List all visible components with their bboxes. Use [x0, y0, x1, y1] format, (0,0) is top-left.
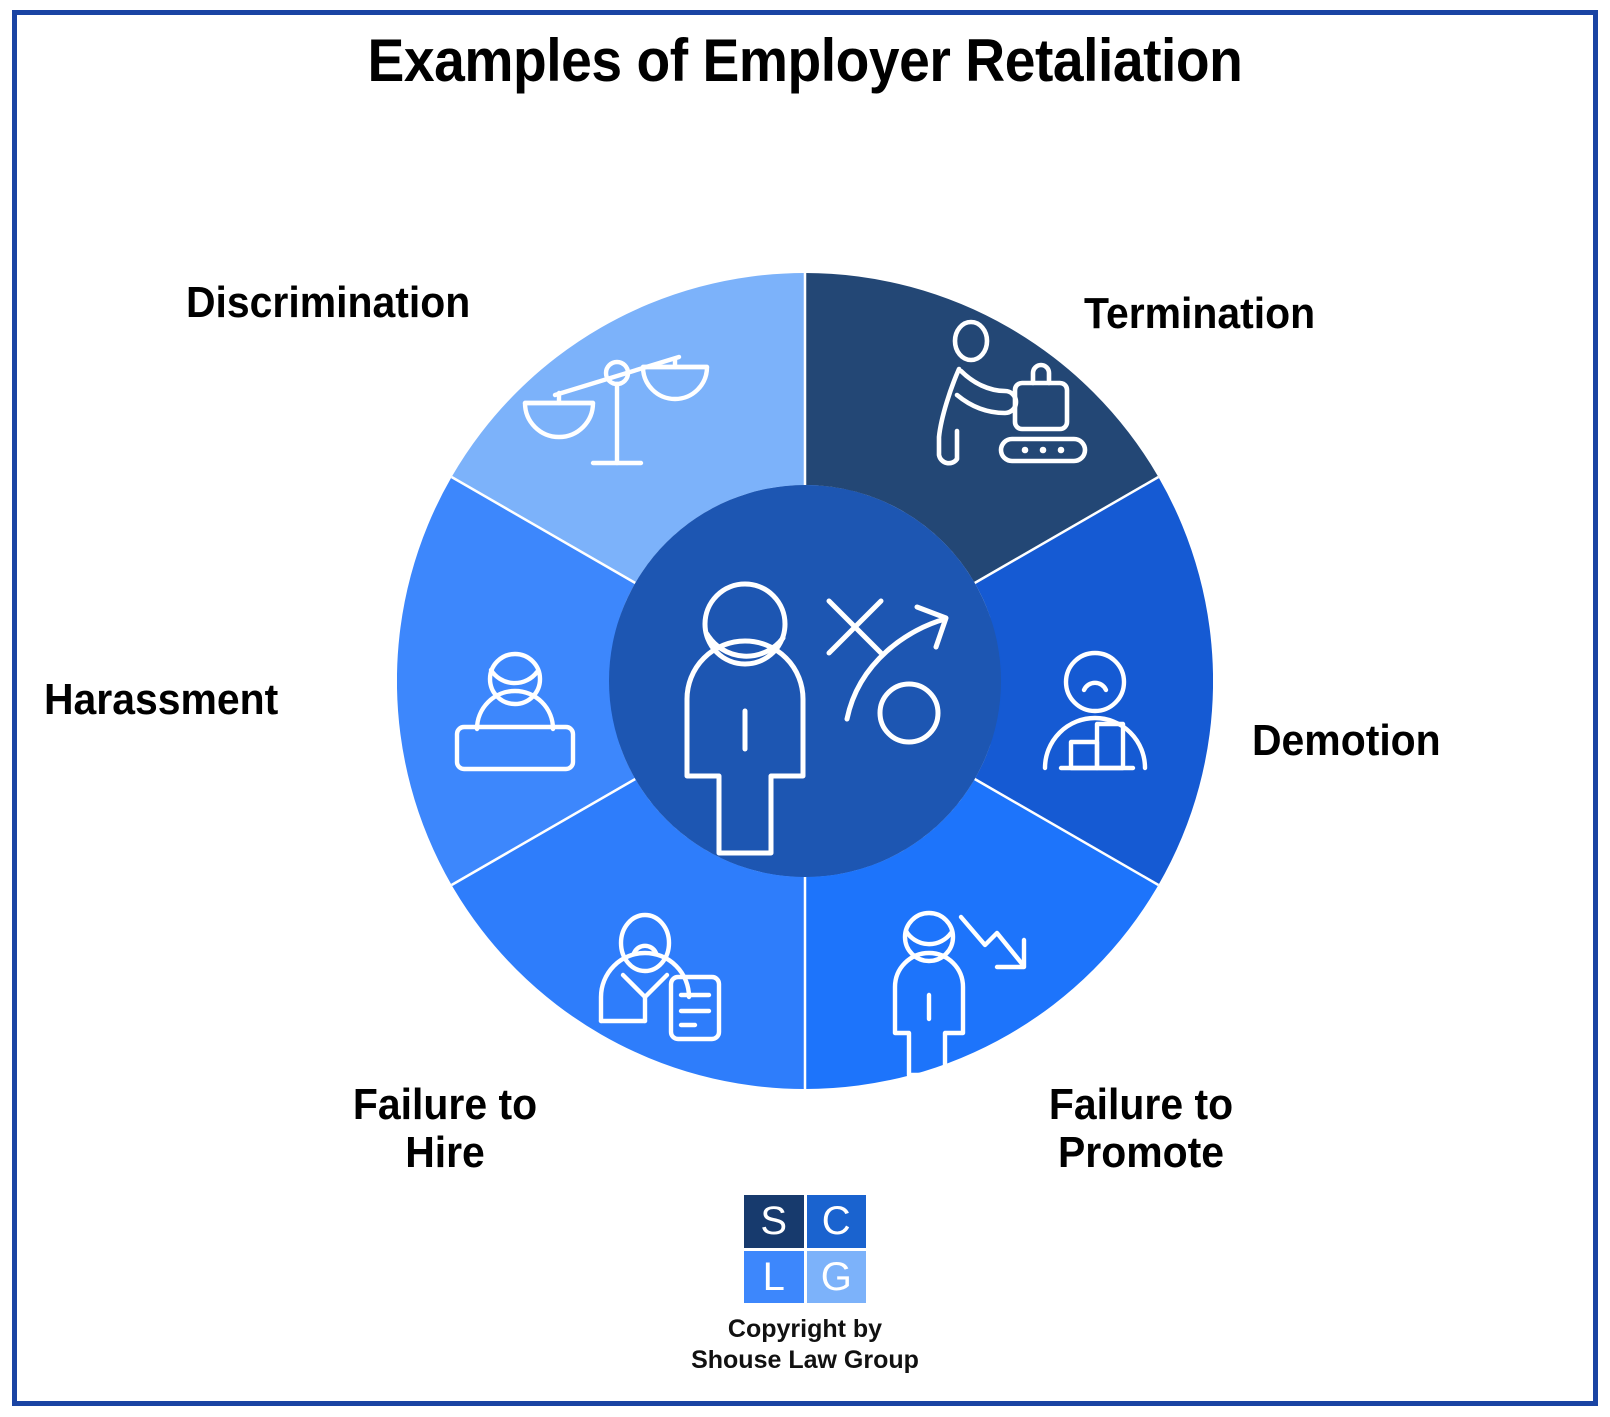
- logo-cell-g: G: [806, 1250, 866, 1303]
- page-title: Examples of Employer Retaliation: [367, 27, 1243, 94]
- copyright-text: Copyright by Shouse Law Group: [0, 1314, 1610, 1375]
- logo-cell-c: C: [806, 1195, 866, 1248]
- person-with-strategy-plan-icon: [684, 581, 949, 856]
- label-harassment: Harassment: [44, 675, 279, 724]
- person-leaving-with-briefcase-icon: [936, 319, 1088, 466]
- retaliation-wheel: [397, 248, 1213, 1114]
- label-discrimination: Discrimination: [186, 278, 471, 327]
- segment-dividers: [450, 273, 1160, 1089]
- label-demotion: Demotion: [1252, 716, 1441, 765]
- person-at-desk-icon: [454, 651, 576, 772]
- unbalanced-scales-icon: [522, 354, 710, 466]
- label-failure-to-promote: Failure to Promote: [1048, 1080, 1234, 1177]
- footer: S C L G Copyright by Shouse Law Group: [0, 1195, 1610, 1375]
- sad-applicant-with-resume-icon: [598, 912, 722, 1042]
- logo-cell-s: S: [744, 1195, 804, 1248]
- person-with-down-arrow-icon: [892, 910, 1027, 1078]
- copyright-line-1: Copyright by: [727, 1315, 883, 1343]
- label-failure-to-hire: Failure to Hire: [352, 1080, 538, 1177]
- logo-cell-l: L: [744, 1250, 804, 1303]
- label-termination: Termination: [1084, 289, 1316, 338]
- shouse-law-group-logo: S C L G: [744, 1195, 866, 1303]
- center-circle[interactable]: [609, 485, 1001, 877]
- copyright-line-2: Shouse Law Group: [691, 1345, 919, 1374]
- sad-person-descending-bars-icon: [1042, 650, 1148, 771]
